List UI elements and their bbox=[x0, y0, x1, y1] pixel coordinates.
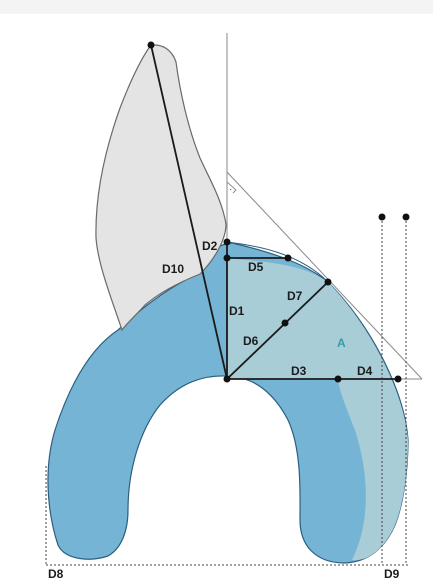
label-d1: D1 bbox=[229, 304, 245, 318]
label-d9: D9 bbox=[384, 567, 400, 580]
label-d2: D2 bbox=[202, 239, 218, 253]
label-d5: D5 bbox=[248, 260, 264, 274]
point-d7-end bbox=[324, 278, 332, 286]
point-origin bbox=[223, 375, 231, 383]
label-d6: D6 bbox=[243, 334, 259, 348]
top-strip bbox=[0, 0, 433, 14]
right-angle-dot: · bbox=[229, 184, 232, 195]
point-d6-end bbox=[281, 319, 289, 327]
area-a-region bbox=[227, 258, 408, 561]
label-d10: D10 bbox=[162, 262, 184, 276]
d10-line bbox=[150, 44, 228, 380]
label-d7: D7 bbox=[287, 289, 303, 303]
point-d9-right-top bbox=[402, 213, 410, 221]
tooth-crown bbox=[95, 44, 227, 332]
point-crown-tip bbox=[147, 41, 155, 49]
point-d4-end bbox=[394, 375, 402, 383]
d6-d7-line bbox=[226, 281, 329, 380]
point-ridge-crest bbox=[223, 238, 231, 246]
label-d4: D4 bbox=[357, 364, 373, 378]
label-d8: D8 bbox=[48, 567, 64, 580]
tangent-line bbox=[226, 171, 423, 380]
label-d3: D3 bbox=[291, 364, 307, 378]
point-d3-end bbox=[334, 375, 342, 383]
area-a-outline bbox=[226, 241, 329, 283]
point-d9-left-top bbox=[378, 213, 386, 221]
right-angle-mark bbox=[226, 181, 237, 194]
point-d5-end bbox=[284, 254, 292, 262]
point-d5-start bbox=[223, 254, 231, 262]
label-area-a: A bbox=[337, 336, 346, 350]
